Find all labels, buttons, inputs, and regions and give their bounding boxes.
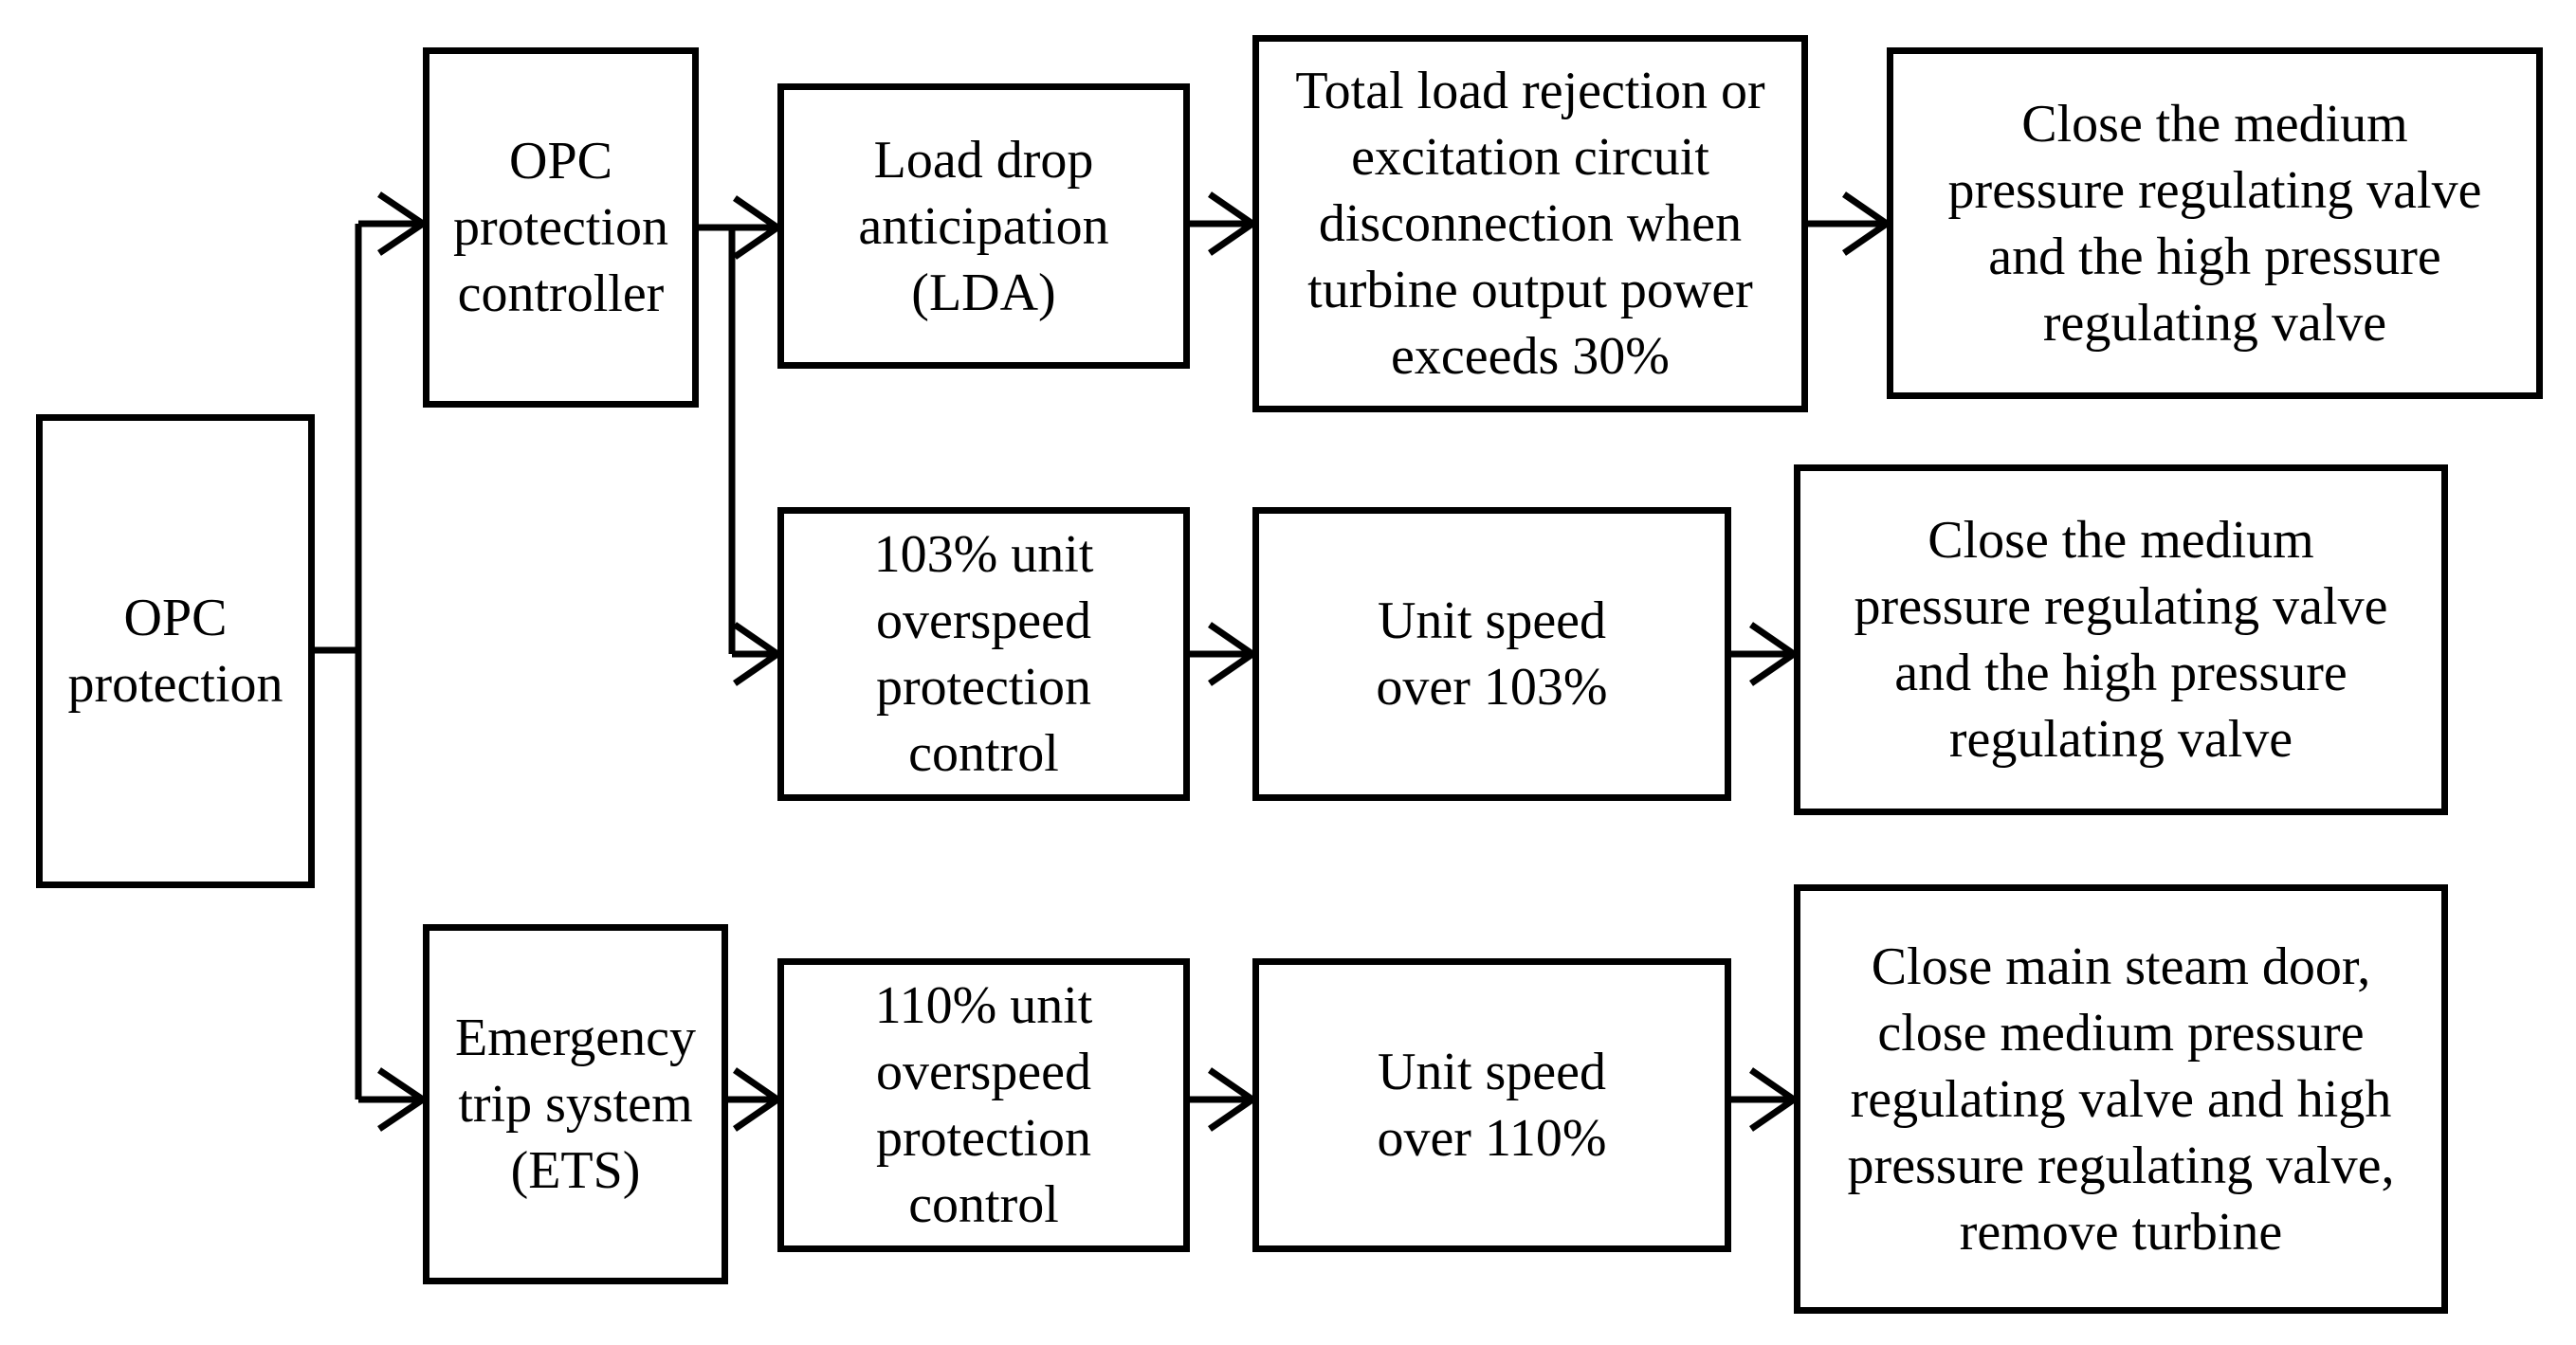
speed-over-110-box: Unit speed over 110% (1252, 958, 1731, 1252)
speed-over-103-box: Unit speed over 103% (1252, 507, 1731, 801)
load-rejection-condition-box: Total load rejection or excitation circu… (1252, 35, 1808, 412)
overspeed-110-control-label: 110% unit overspeed protection control (874, 976, 1093, 1234)
lda-box: Load drop anticipation (LDA) (777, 83, 1190, 369)
ets-box: Emergency trip system (ETS) (423, 924, 728, 1284)
close-valves-box-2: Close the medium pressure regulating val… (1794, 464, 2448, 815)
close-valves-label-2: Close the medium pressure regulating val… (1854, 511, 2388, 769)
speed-over-103-label: Unit speed over 103% (1376, 591, 1608, 717)
close-valves-box-1: Close the medium pressure regulating val… (1887, 47, 2543, 399)
opc-controller-label: OPC protection controller (452, 132, 669, 323)
overspeed-110-control-box: 110% unit overspeed protection control (777, 958, 1190, 1252)
ets-label: Emergency trip system (ETS) (455, 1009, 696, 1200)
load-rejection-condition-label: Total load rejection or excitation circu… (1295, 62, 1765, 386)
speed-over-110-label: Unit speed over 110% (1377, 1043, 1607, 1168)
opc-controller-box: OPC protection controller (423, 47, 699, 408)
overspeed-103-control-label: 103% unit overspeed protection control (873, 525, 1094, 783)
close-valves-label-1: Close the medium pressure regulating val… (1947, 94, 2482, 353)
opc-protection-box: OPC protection (36, 414, 315, 888)
close-all-remove-turbine-box: Close main steam door, close medium pres… (1794, 884, 2448, 1314)
overspeed-103-control-box: 103% unit overspeed protection control (777, 507, 1190, 801)
opc-protection-label: OPC protection (67, 589, 283, 714)
close-all-remove-turbine-label: Close main steam door, close medium pres… (1847, 936, 2395, 1262)
lda-label: Load drop anticipation (LDA) (858, 130, 1109, 322)
